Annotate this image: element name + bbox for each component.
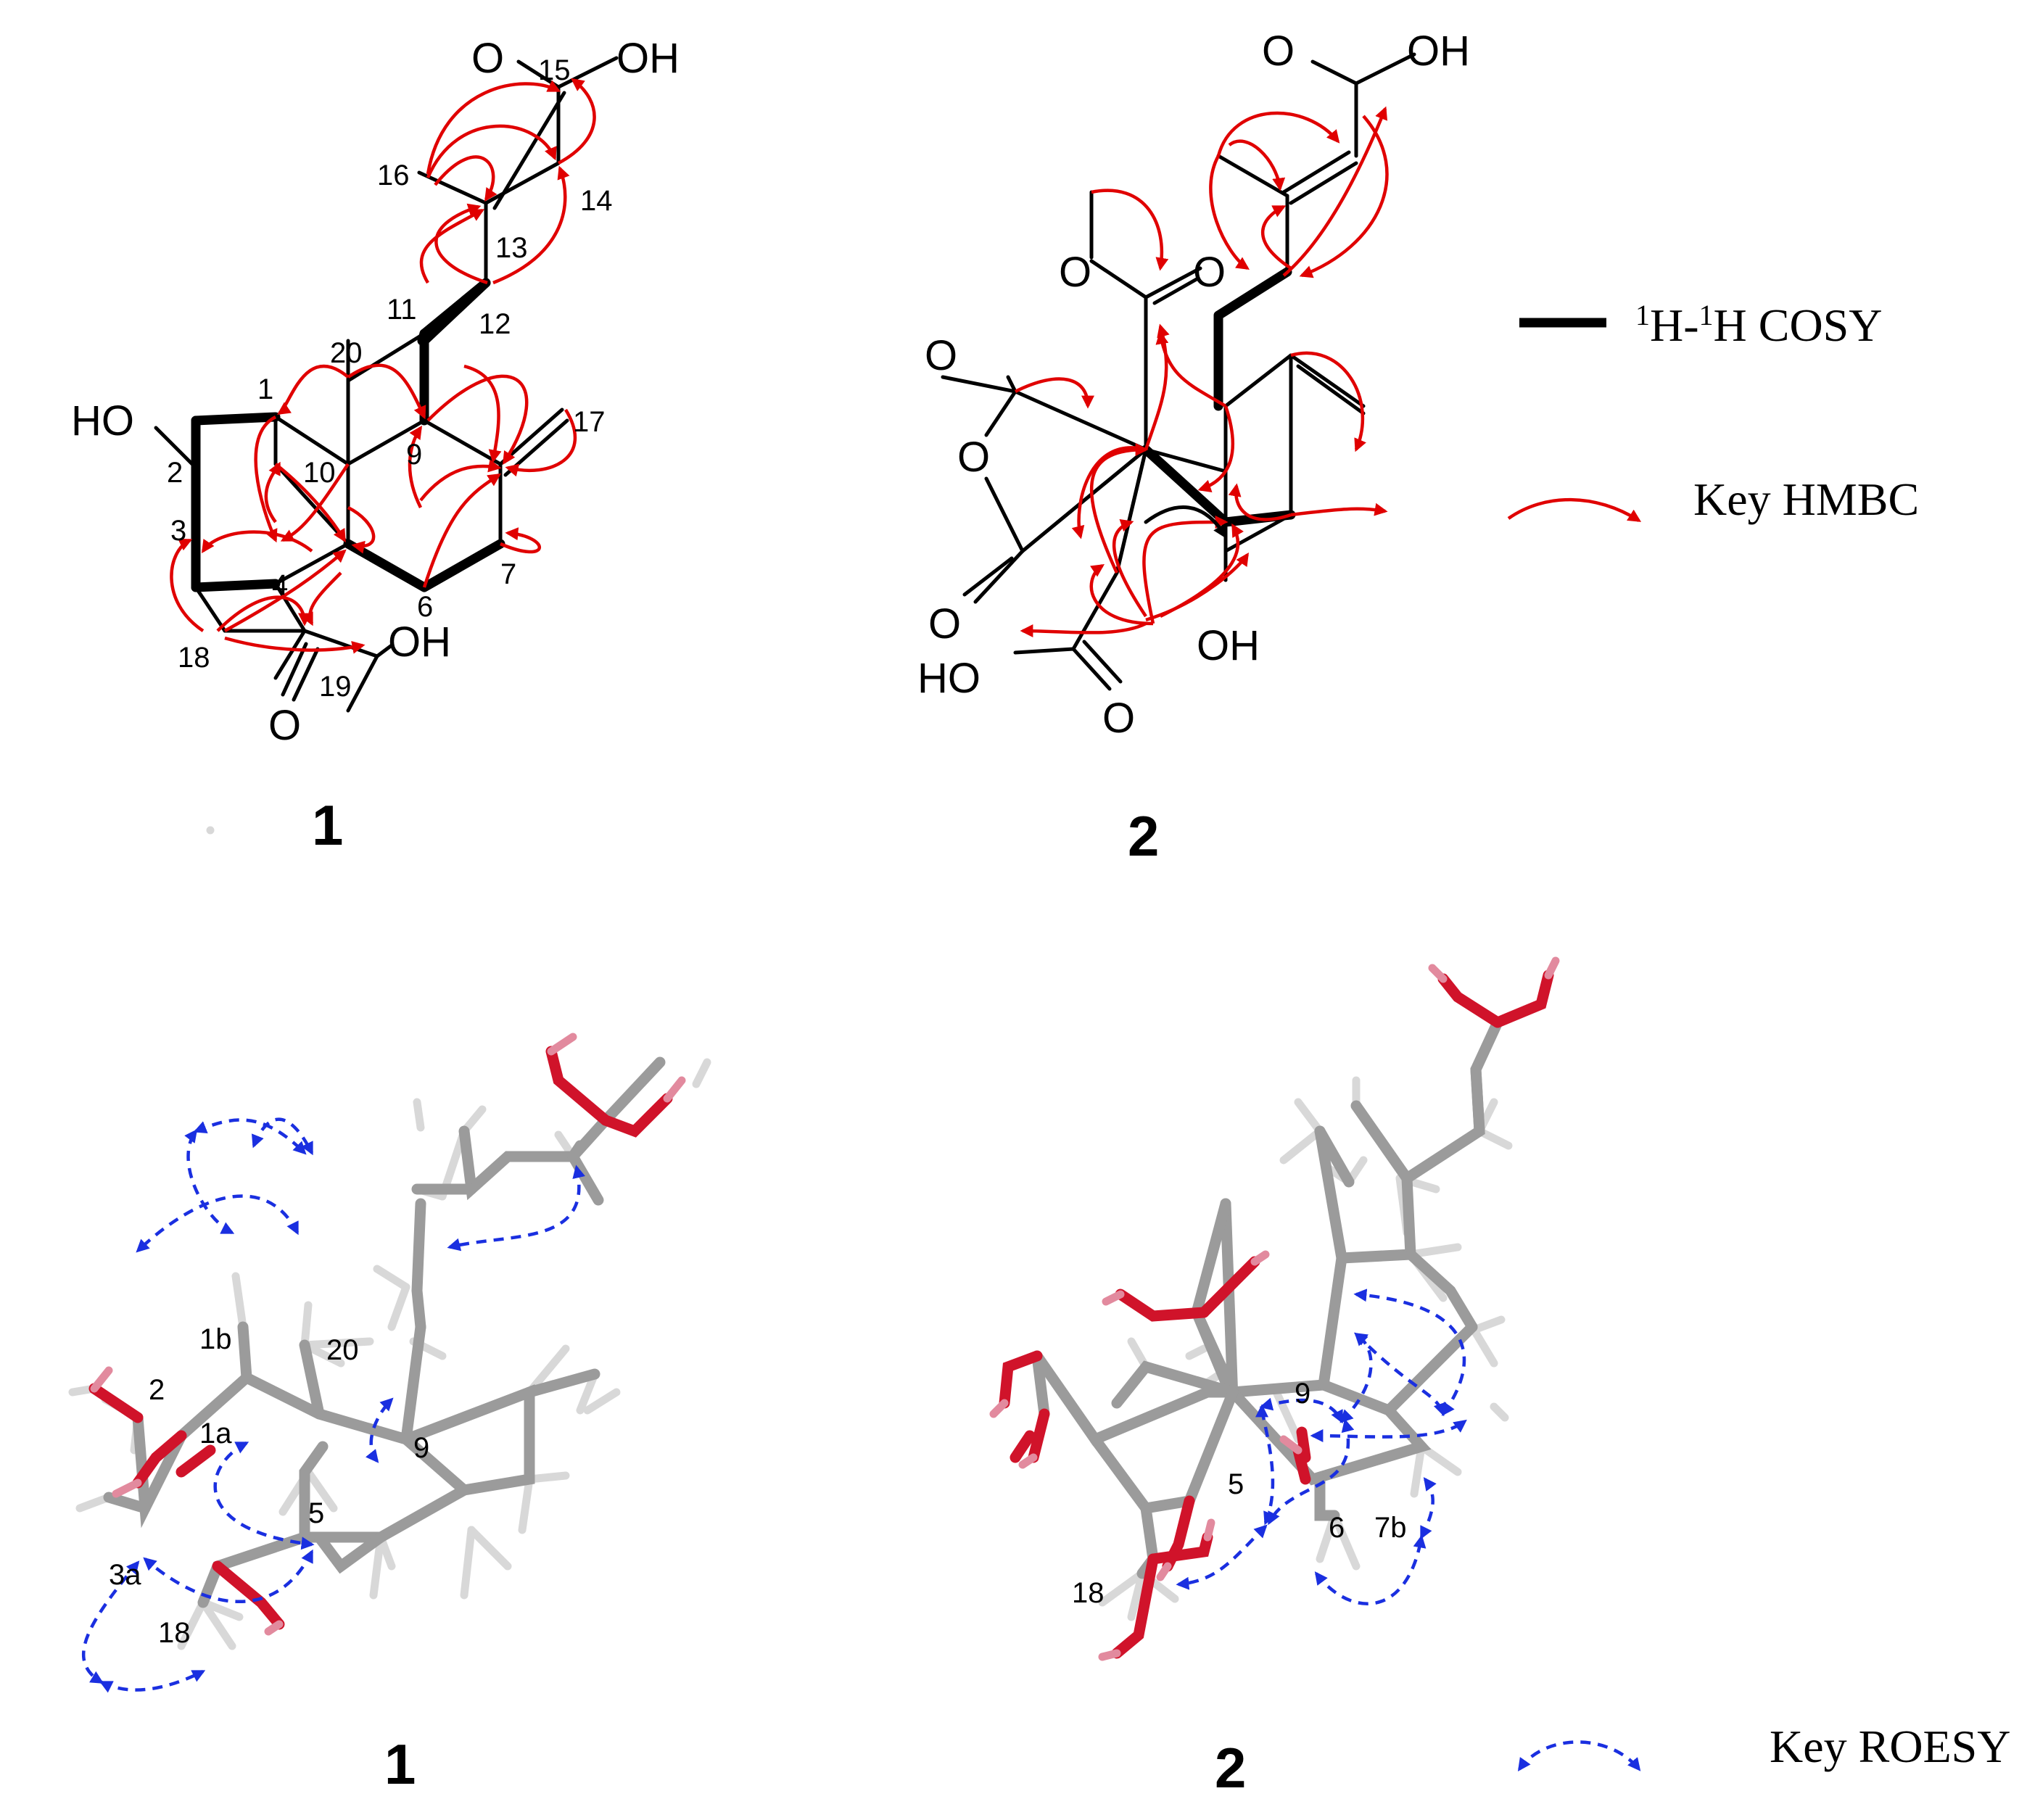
model-1-compound-label: 1 bbox=[384, 1732, 416, 1796]
compound-1-hmbc-arrows bbox=[170, 78, 596, 654]
compound-1-structure: O OH HO OH O 15 16 14 13 11 12 20 1 17 2… bbox=[71, 35, 680, 857]
c1-num-17: 17 bbox=[573, 406, 606, 438]
c2-o-anhydride-ring: O bbox=[957, 434, 990, 481]
c1-o-carbonyl-bottom: O bbox=[268, 702, 301, 749]
c1-num-3: 3 bbox=[170, 515, 186, 547]
model-2-oh-hydrogens bbox=[989, 956, 1560, 1661]
c2-o-carbonyl: O bbox=[1262, 28, 1295, 75]
c1-num-4: 4 bbox=[272, 569, 288, 601]
c1-num-20: 20 bbox=[330, 337, 363, 369]
compound-2-structure: O OH O O O O O HO O OH 2 bbox=[917, 28, 1470, 868]
legend-roesy-arrow bbox=[1517, 1740, 1641, 1771]
model-3d-2: 9 5 6 7b 18 2 bbox=[989, 956, 1560, 1800]
model-2-roesy-arrows bbox=[1176, 1289, 1467, 1605]
compound-2-cosy-bonds bbox=[1141, 267, 1296, 527]
c2-o-anhydride-bottom: O bbox=[928, 600, 961, 648]
model-2-label-18: 18 bbox=[1072, 1577, 1105, 1609]
c1-num-14: 14 bbox=[580, 185, 613, 217]
c1-num-16: 16 bbox=[377, 160, 410, 191]
legend-hmbc-label: Key HMBC bbox=[1693, 473, 1919, 525]
compound-1-bonds bbox=[154, 56, 619, 713]
c2-o-anhydride-top: O bbox=[925, 332, 957, 379]
model-3d-1: 1b 20 2 1a 9 5 3a 18 1 bbox=[68, 826, 711, 1796]
c1-num-19: 19 bbox=[319, 671, 352, 703]
model-1-label-18: 18 bbox=[158, 1617, 191, 1649]
model-1-oh-hydrogens bbox=[90, 1033, 686, 1636]
c1-num-1: 1 bbox=[257, 373, 273, 405]
c1-num-18: 18 bbox=[178, 642, 210, 674]
compound-2-hmbc-arrows bbox=[1014, 106, 1389, 638]
c2-o-ester: O bbox=[1059, 249, 1091, 296]
c2-oh-ring: OH bbox=[1197, 622, 1260, 669]
c1-o-carbonyl: O bbox=[471, 35, 504, 82]
model-1-label-1a: 1a bbox=[199, 1418, 232, 1449]
compound-1-label: 1 bbox=[312, 793, 343, 857]
legend: 1H-1H COSY Key HMBC Key ROESY bbox=[1507, 299, 2010, 1772]
c1-num-2: 2 bbox=[167, 457, 183, 489]
model-1-hydrogens bbox=[68, 826, 711, 1650]
legend-hmbc-arrow bbox=[1507, 497, 1642, 522]
c1-num-15: 15 bbox=[538, 54, 571, 86]
c1-num-11: 11 bbox=[387, 294, 417, 326]
compound-2-label: 2 bbox=[1128, 804, 1159, 868]
legend-cosy-label: 1H-1H COSY bbox=[1635, 299, 1882, 351]
compound-2-bonds bbox=[941, 52, 1416, 691]
c1-num-13: 13 bbox=[495, 232, 528, 264]
model-2-compound-label: 2 bbox=[1215, 1736, 1246, 1800]
c2-ho-acid: HO bbox=[917, 655, 981, 702]
c2-oh-acid: OH bbox=[1407, 28, 1470, 75]
c1-ho-hydroxyl: HO bbox=[71, 397, 134, 444]
model-2-label-5: 5 bbox=[1228, 1468, 1244, 1500]
model-1-label-5: 5 bbox=[308, 1497, 324, 1529]
c1-num-10: 10 bbox=[303, 457, 336, 489]
model-2-label-7b: 7b bbox=[1374, 1512, 1407, 1544]
model-1-label-3a: 3a bbox=[109, 1559, 141, 1591]
c2-o-acid: O bbox=[1102, 695, 1135, 742]
legend-roesy-label: Key ROESY bbox=[1770, 1721, 2010, 1772]
model-2-label-6: 6 bbox=[1329, 1512, 1345, 1544]
c1-num-9: 9 bbox=[406, 439, 422, 471]
model-1-label-20: 20 bbox=[326, 1334, 359, 1366]
c1-num-6: 6 bbox=[417, 591, 433, 623]
c1-oh-acid-bottom: OH bbox=[388, 619, 451, 666]
c1-num-7: 7 bbox=[500, 558, 516, 590]
model-1-label-9: 9 bbox=[413, 1432, 429, 1464]
model-1-roesy-arrows bbox=[82, 1117, 585, 1693]
model-1-label-2: 2 bbox=[149, 1374, 165, 1406]
c1-num-12: 12 bbox=[479, 308, 511, 340]
model-2-label-9: 9 bbox=[1295, 1378, 1310, 1410]
c2-black-hmbc bbox=[1144, 505, 1228, 539]
c1-oh-acid: OH bbox=[616, 35, 680, 82]
c2-o-ester-double: O bbox=[1193, 249, 1226, 296]
model-1-oxygen-bonds bbox=[88, 1046, 673, 1630]
model-1-label-1b: 1b bbox=[199, 1323, 232, 1355]
